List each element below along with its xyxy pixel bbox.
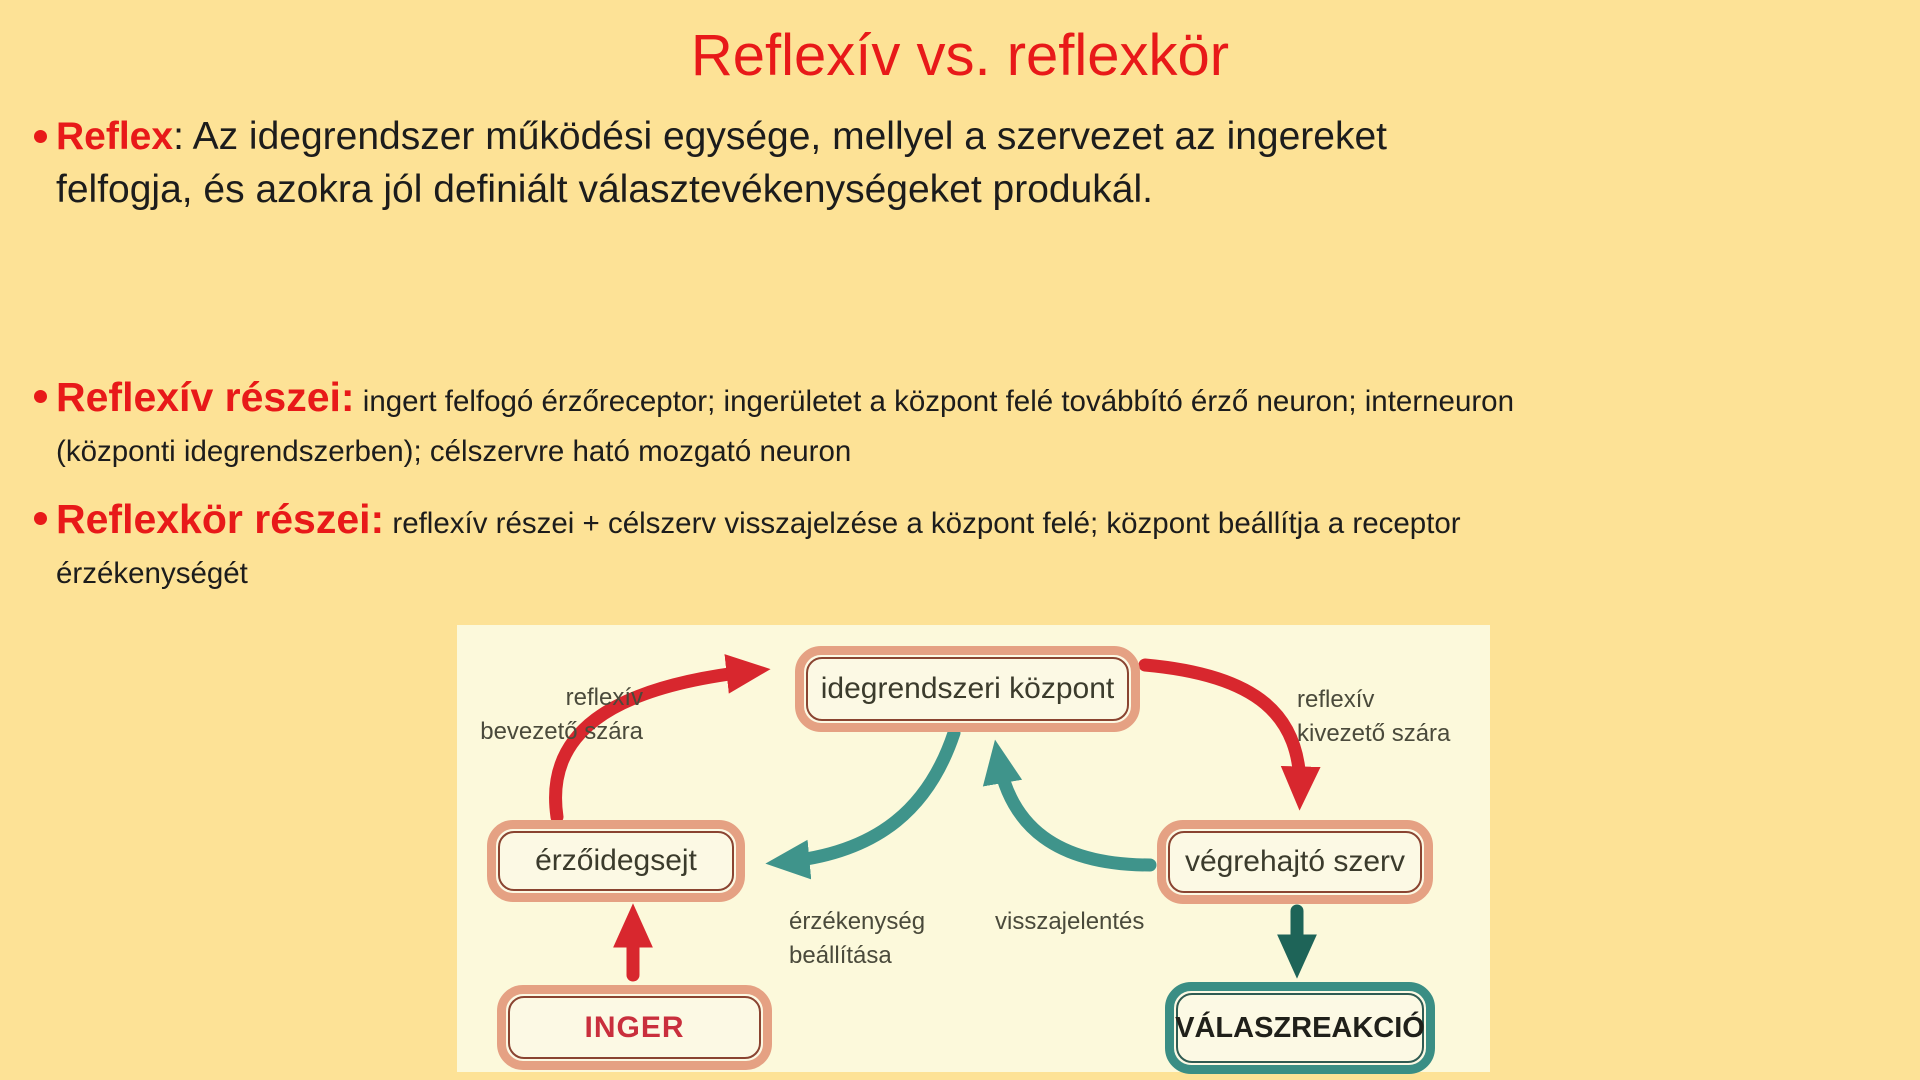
bullet-term: Reflexív részei: [56, 374, 355, 420]
bullet-text-line: (központi idegrendszerben); célszervre h… [56, 435, 852, 468]
slide-title: Reflexív vs. reflexkör [690, 23, 1230, 88]
label-line: visszajelentés [995, 908, 1145, 935]
bullet-reflex-circle-parts: Reflexkör részei: reflexív részei + céls… [30, 494, 1902, 599]
label-line: bevezető szára [480, 718, 643, 745]
node-label: idegrendszeri központ [806, 657, 1129, 721]
label-line: kivezető szára [1297, 720, 1451, 747]
label-line: beállítása [789, 942, 892, 969]
bullet-reflex-arc-parts: Reflexív részei: ingert felfogó érzőrece… [30, 372, 1902, 477]
node-sensory-cell: érzőidegsejt [487, 820, 745, 902]
bullet-term: Reflex [56, 115, 174, 158]
efferent-arrow [1138, 658, 1321, 811]
feedback-arrow [982, 739, 1157, 872]
label-feedback: visszajelentés [995, 905, 1144, 939]
reflex-diagram: idegrendszeri központ érzőidegsejt végre… [457, 625, 1490, 1074]
node-stimulus: INGER [497, 985, 772, 1070]
label-line: reflexív [1297, 686, 1375, 713]
node-label: INGER [508, 996, 761, 1059]
node-nervous-center: idegrendszeri központ [795, 646, 1140, 732]
label-line: érzékenység [789, 908, 926, 935]
bullet-text-line: érzékenységét [56, 557, 248, 590]
node-response: VÁLASZREAKCIÓ [1165, 982, 1435, 1074]
label-afferent-branch: reflexív bevezető szára [477, 681, 643, 749]
bullet-term: Reflexkör részei: [56, 496, 385, 542]
bullet-text-line: : Az idegrendszer működési egysége, mell… [173, 115, 1388, 158]
node-effector-organ: végrehajtó szerv [1157, 820, 1433, 904]
node-label: érzőidegsejt [498, 831, 734, 891]
label-sensitivity-setting: érzékenység beállítása [789, 905, 925, 973]
bullet-text-line: felfogja, és azokra jól definiált válasz… [56, 168, 1153, 211]
bullet-reflex: Reflex: Az idegrendszer működési egysége… [30, 110, 1902, 216]
node-label: VÁLASZREAKCIÓ [1175, 993, 1425, 1063]
bullet-text-line: reflexív részei + célszerv visszajelzése… [384, 507, 1461, 540]
bullet-marker [34, 512, 47, 525]
label-line: reflexív [565, 684, 643, 711]
node-label: végrehajtó szerv [1168, 831, 1422, 893]
bullet-marker [34, 390, 47, 403]
bullet-text-line: ingert felfogó érzőreceptor; ingerületet… [354, 385, 1514, 418]
label-efferent-branch: reflexív kivezető szára [1297, 683, 1450, 751]
bullet-marker [34, 130, 47, 143]
sensitivity-arrow [765, 726, 961, 880]
